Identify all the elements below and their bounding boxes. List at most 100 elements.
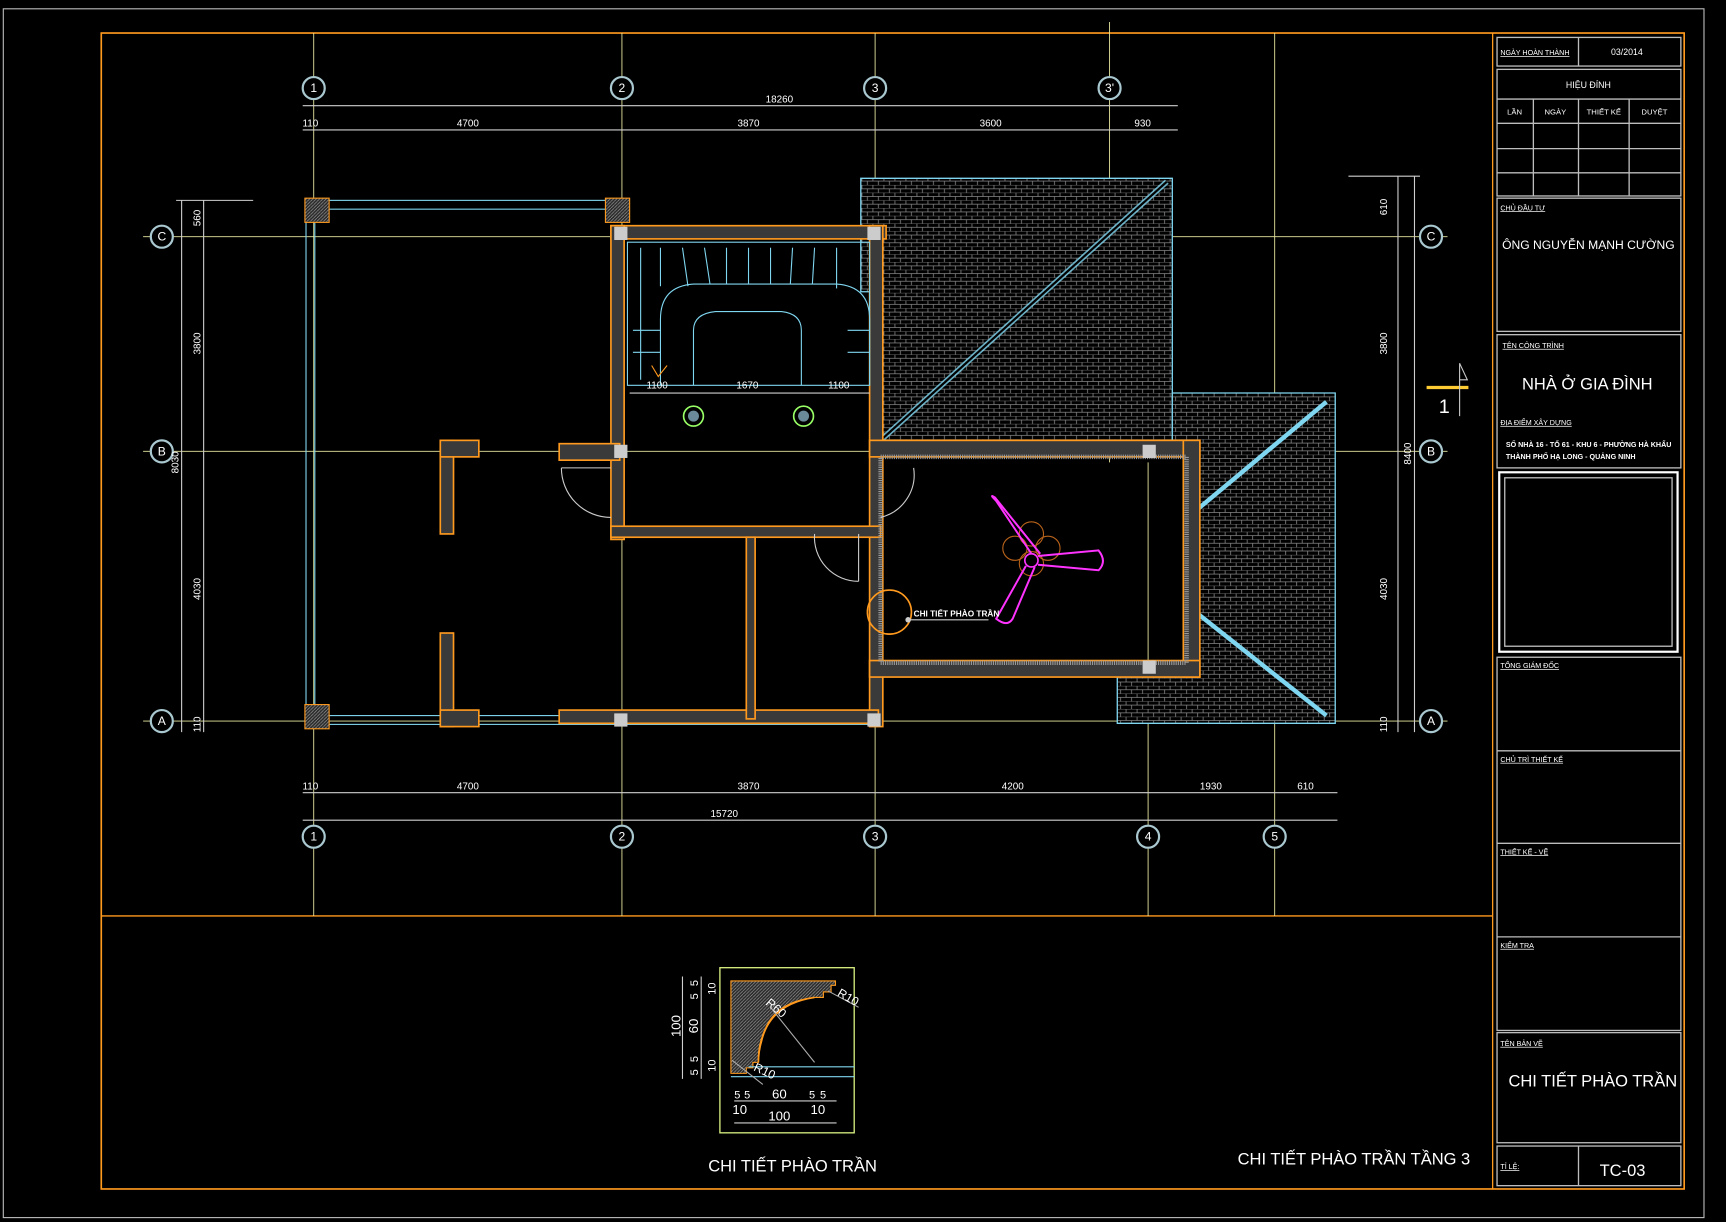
dimension-text: 1100 xyxy=(828,381,850,392)
axis-label: 2 xyxy=(619,81,626,95)
section-mark-icon xyxy=(1426,363,1469,417)
axis-label: 3 xyxy=(872,830,879,844)
checker-label: KIỂM TRA xyxy=(1500,941,1534,950)
cornice-detail-drawing xyxy=(681,967,859,1134)
sheet-caption: CHI TIẾT PHÀO TRẦN TẦNG 3 xyxy=(1238,1150,1471,1169)
axis-label: A xyxy=(1427,714,1436,728)
dimension-text: 3870 xyxy=(738,781,761,792)
dimension-text: 4700 xyxy=(457,119,480,130)
revision-header: NGÀY xyxy=(1544,107,1566,116)
sheet-border xyxy=(2,8,1705,1219)
revision-title: HIỆU ĐÍNH xyxy=(1566,80,1611,90)
drawing-frame xyxy=(100,32,1685,1190)
detail-dimension: 10 xyxy=(706,982,718,994)
dimension-text: 3600 xyxy=(980,119,1003,130)
balcony-railing xyxy=(304,197,879,730)
dimension-text: 4030 xyxy=(1379,577,1390,600)
revision-header: THIẾT KẾ xyxy=(1587,106,1621,116)
detail-dimension: 10 xyxy=(811,1102,826,1117)
dimension-text: 110 xyxy=(192,716,203,732)
detail-dimension: 5 xyxy=(689,980,701,986)
dimension-text: 1670 xyxy=(736,381,759,392)
axis-label: C xyxy=(157,230,166,244)
lead-designer-label: CHỦ TRÌ THIẾT KẾ xyxy=(1500,754,1563,764)
drafter-label: THIẾT KẾ - VẼ xyxy=(1500,846,1548,856)
scale-label: TỈ LỆ: xyxy=(1500,1162,1519,1171)
ceiling-fan-icon xyxy=(991,495,1104,625)
drawing-name-label: TÊN BẢN VẼ xyxy=(1500,1039,1543,1048)
dimension-text: 8400 xyxy=(1403,442,1414,465)
dimension-text: 8030 xyxy=(170,451,181,474)
completion-date-label: NGÀY HOÀN THÀNH xyxy=(1500,48,1569,57)
staircase xyxy=(626,241,871,386)
detail-dimension: 5 xyxy=(689,1069,701,1075)
detail-dimension: 5 xyxy=(809,1090,815,1102)
project-label: TÊN CÔNG TRÌNH xyxy=(1503,341,1564,350)
dimension-text: 110 xyxy=(303,781,319,792)
detail-callout-label: CHI TIẾT PHÀO TRẦN xyxy=(914,609,1000,619)
roof-tiles xyxy=(860,177,1336,724)
detail-dimension: 60 xyxy=(772,1087,787,1102)
dimension-text: 1100 xyxy=(647,381,669,392)
detail-caption: CHI TIẾT PHÀO TRẦN xyxy=(708,1156,877,1175)
axis-label: 1 xyxy=(310,81,317,95)
dimension-text: 4030 xyxy=(192,577,203,600)
detail-dimension: 100 xyxy=(768,1109,790,1124)
drawing-name: CHI TIẾT PHÀO TRẦN xyxy=(1508,1072,1677,1091)
dimension-text: 18260 xyxy=(766,94,794,105)
axis-label: 5 xyxy=(1271,830,1278,844)
dimension-lines xyxy=(176,105,1420,821)
detail-callout-marker xyxy=(866,589,989,635)
detail-dimension: 10 xyxy=(706,1060,718,1072)
location-line: THÀNH PHỐ HẠ LONG - QUẢNG NINH xyxy=(1506,451,1636,461)
axis-label: 2 xyxy=(619,830,626,844)
dimension-text: 610 xyxy=(1297,781,1314,792)
doors xyxy=(560,467,915,582)
dimension-text: 4700 xyxy=(457,781,480,792)
axis-label: 1 xyxy=(310,830,317,844)
detail-dimension: 5 xyxy=(689,1056,701,1062)
detail-dimension: 10 xyxy=(732,1102,747,1117)
dimension-text: 15720 xyxy=(711,809,739,820)
detail-dimension: 5 xyxy=(820,1090,826,1102)
dimension-text: 1930 xyxy=(1200,781,1223,792)
walls xyxy=(439,224,1201,728)
director-label: TỔNG GIÁM ĐỐC xyxy=(1500,660,1559,670)
dimension-text: 610 xyxy=(1379,198,1390,215)
detail-dimension: 5 xyxy=(744,1090,750,1102)
axis-label: B xyxy=(1427,444,1435,458)
detail-dimension: 60 xyxy=(686,1019,701,1034)
owner-name: ÔNG NGUYỄN MẠNH CƯỜNG xyxy=(1502,237,1675,252)
sheet-number: TC-03 xyxy=(1600,1162,1646,1180)
axis-label: B xyxy=(158,444,166,458)
axis-label: C xyxy=(1427,230,1436,244)
section-mark-number: 1 xyxy=(1439,396,1450,418)
project-name: NHÀ Ở GIA ĐÌNH xyxy=(1522,375,1653,394)
dimension-text: 560 xyxy=(192,209,203,226)
dimension-text: 930 xyxy=(1134,119,1151,130)
owner-label: CHỦ ĐẦU TƯ xyxy=(1500,202,1545,212)
detail-dimension: 5 xyxy=(734,1090,740,1102)
title-block xyxy=(1496,36,1682,1187)
axis-label: 3' xyxy=(1105,81,1114,95)
dimension-text: 110 xyxy=(1379,716,1390,732)
location-line: SỐ NHÀ 16 - TỔ 61 - KHU 6 - PHƯỜNG HÀ KH… xyxy=(1506,439,1672,449)
axis-label: A xyxy=(158,714,167,728)
dimension-text: 3800 xyxy=(192,332,203,355)
axis-bubbles xyxy=(149,75,1444,849)
dimension-text: 110 xyxy=(303,119,319,130)
detail-dimension: 5 xyxy=(689,993,701,999)
location-label: ĐỊA ĐIỂM XÂY DỰNG xyxy=(1500,418,1572,427)
dimension-text: 4200 xyxy=(1002,781,1025,792)
ceiling-light-icon xyxy=(682,405,705,427)
completion-date: 03/2014 xyxy=(1611,47,1643,57)
ceiling-light-icon xyxy=(792,405,815,427)
detail-dimension: 100 xyxy=(668,1015,683,1037)
revision-header: LẦN xyxy=(1507,106,1522,116)
radius-label: R10 xyxy=(835,986,861,1009)
axis-label: 4 xyxy=(1145,830,1152,844)
dimension-text: 3870 xyxy=(738,119,761,130)
axis-label: 3 xyxy=(872,81,879,95)
revision-header: DUYỆT xyxy=(1641,107,1667,116)
